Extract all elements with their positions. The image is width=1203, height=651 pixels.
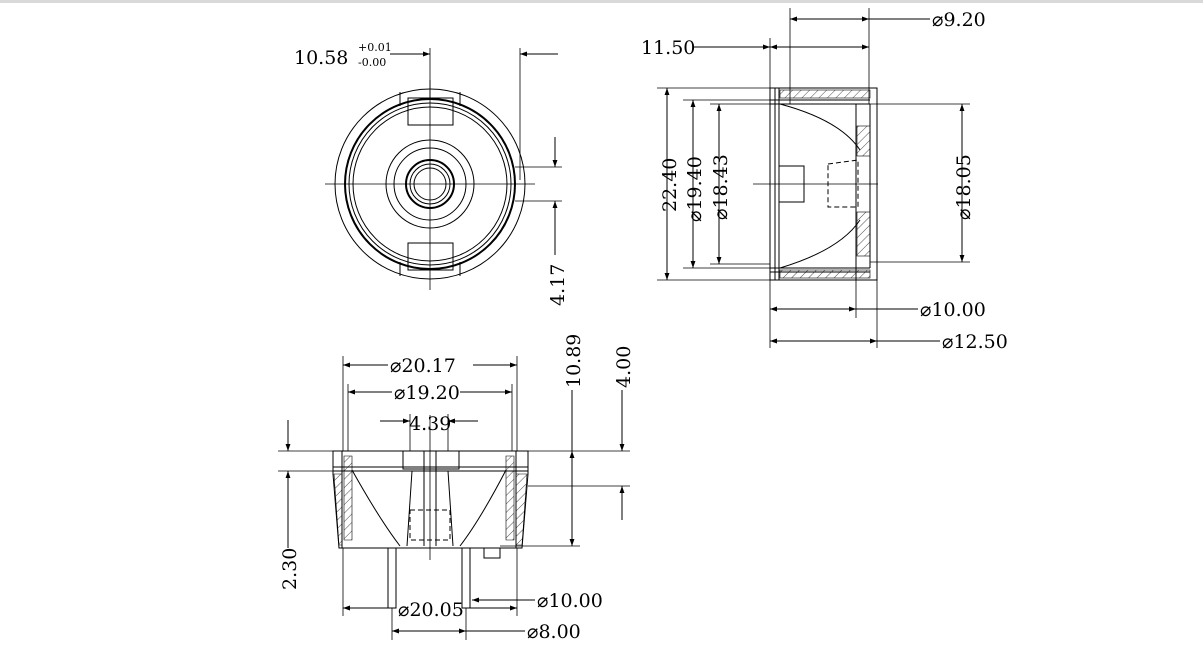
section-dim-10-00: ⌀10.00 [537,590,603,612]
section-view-body [332,415,529,609]
section-dim-4-00: 4.00 [613,346,635,388]
side-view: ⌀9.20 11.50 22.40 ⌀19.40 ⌀18.43 [641,8,1008,353]
side-dim-19-40: ⌀19.40 [684,156,706,222]
front-width-tol-lower: -0.00 [358,56,386,69]
section-view-dimensions: ⌀20.17 ⌀19.20 4.39 10.89 4.00 [278,334,635,643]
section-dim-2-30: 2.30 [279,548,301,590]
side-view-dimensions: ⌀9.20 11.50 22.40 ⌀19.40 ⌀18.43 [641,8,1008,353]
side-dim-18-05: ⌀18.05 [953,154,975,220]
side-view-body [753,87,878,281]
side-dim-9-20: ⌀9.20 [932,9,986,31]
front-view-centerlines [325,80,535,290]
section-dim-10-89: 10.89 [563,334,585,388]
front-view-dimensions: 10.58 +0.01 -0.00 4.17 [294,41,569,306]
side-dim-10-00: ⌀10.00 [920,299,986,321]
side-dim-12-50: ⌀12.50 [942,331,1008,353]
section-dim-20-17: ⌀20.17 [390,355,456,377]
section-dim-19-20: ⌀19.20 [394,382,460,404]
section-dim-4-39: 4.39 [409,413,451,435]
side-dim-18-43: ⌀18.43 [710,154,732,220]
section-view: ⌀20.17 ⌀19.20 4.39 10.89 4.00 [278,334,635,643]
side-dim-11-50: 11.50 [641,37,695,59]
section-dim-20-05: ⌀20.05 [398,599,464,621]
front-width-tol-upper: +0.01 [358,41,392,54]
front-height-dim-text: 4.17 [547,264,569,306]
section-dim-8-00: ⌀8.00 [527,621,581,643]
top-border-line [0,0,1203,3]
front-width-dim-text: 10.58 [294,47,348,69]
front-view: 10.58 +0.01 -0.00 4.17 [294,41,569,306]
side-dim-22-40: 22.40 [659,158,681,212]
